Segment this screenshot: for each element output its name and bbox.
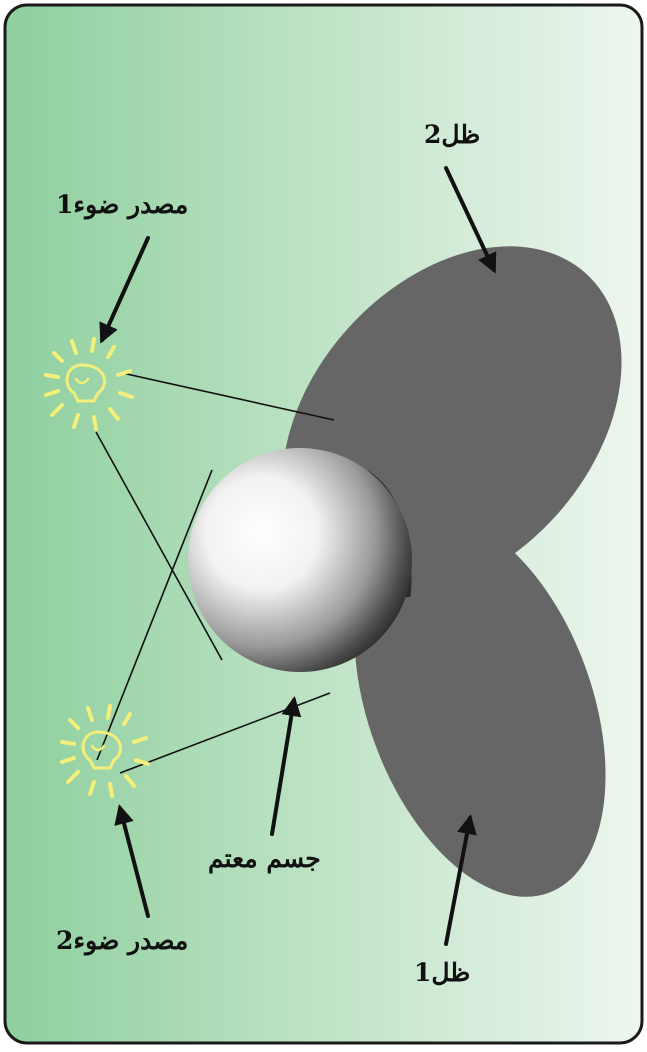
- shadow-1-label: ظل1: [414, 958, 470, 987]
- light-source-2-label: مصدر ضوء2: [56, 926, 188, 955]
- shadow-2-label: ظل2: [424, 120, 480, 149]
- light-source-1-label: مصدر ضوء1: [56, 190, 188, 219]
- opaque-body-sphere: [188, 448, 412, 672]
- opaque-body-label: جسم معتم: [208, 844, 321, 873]
